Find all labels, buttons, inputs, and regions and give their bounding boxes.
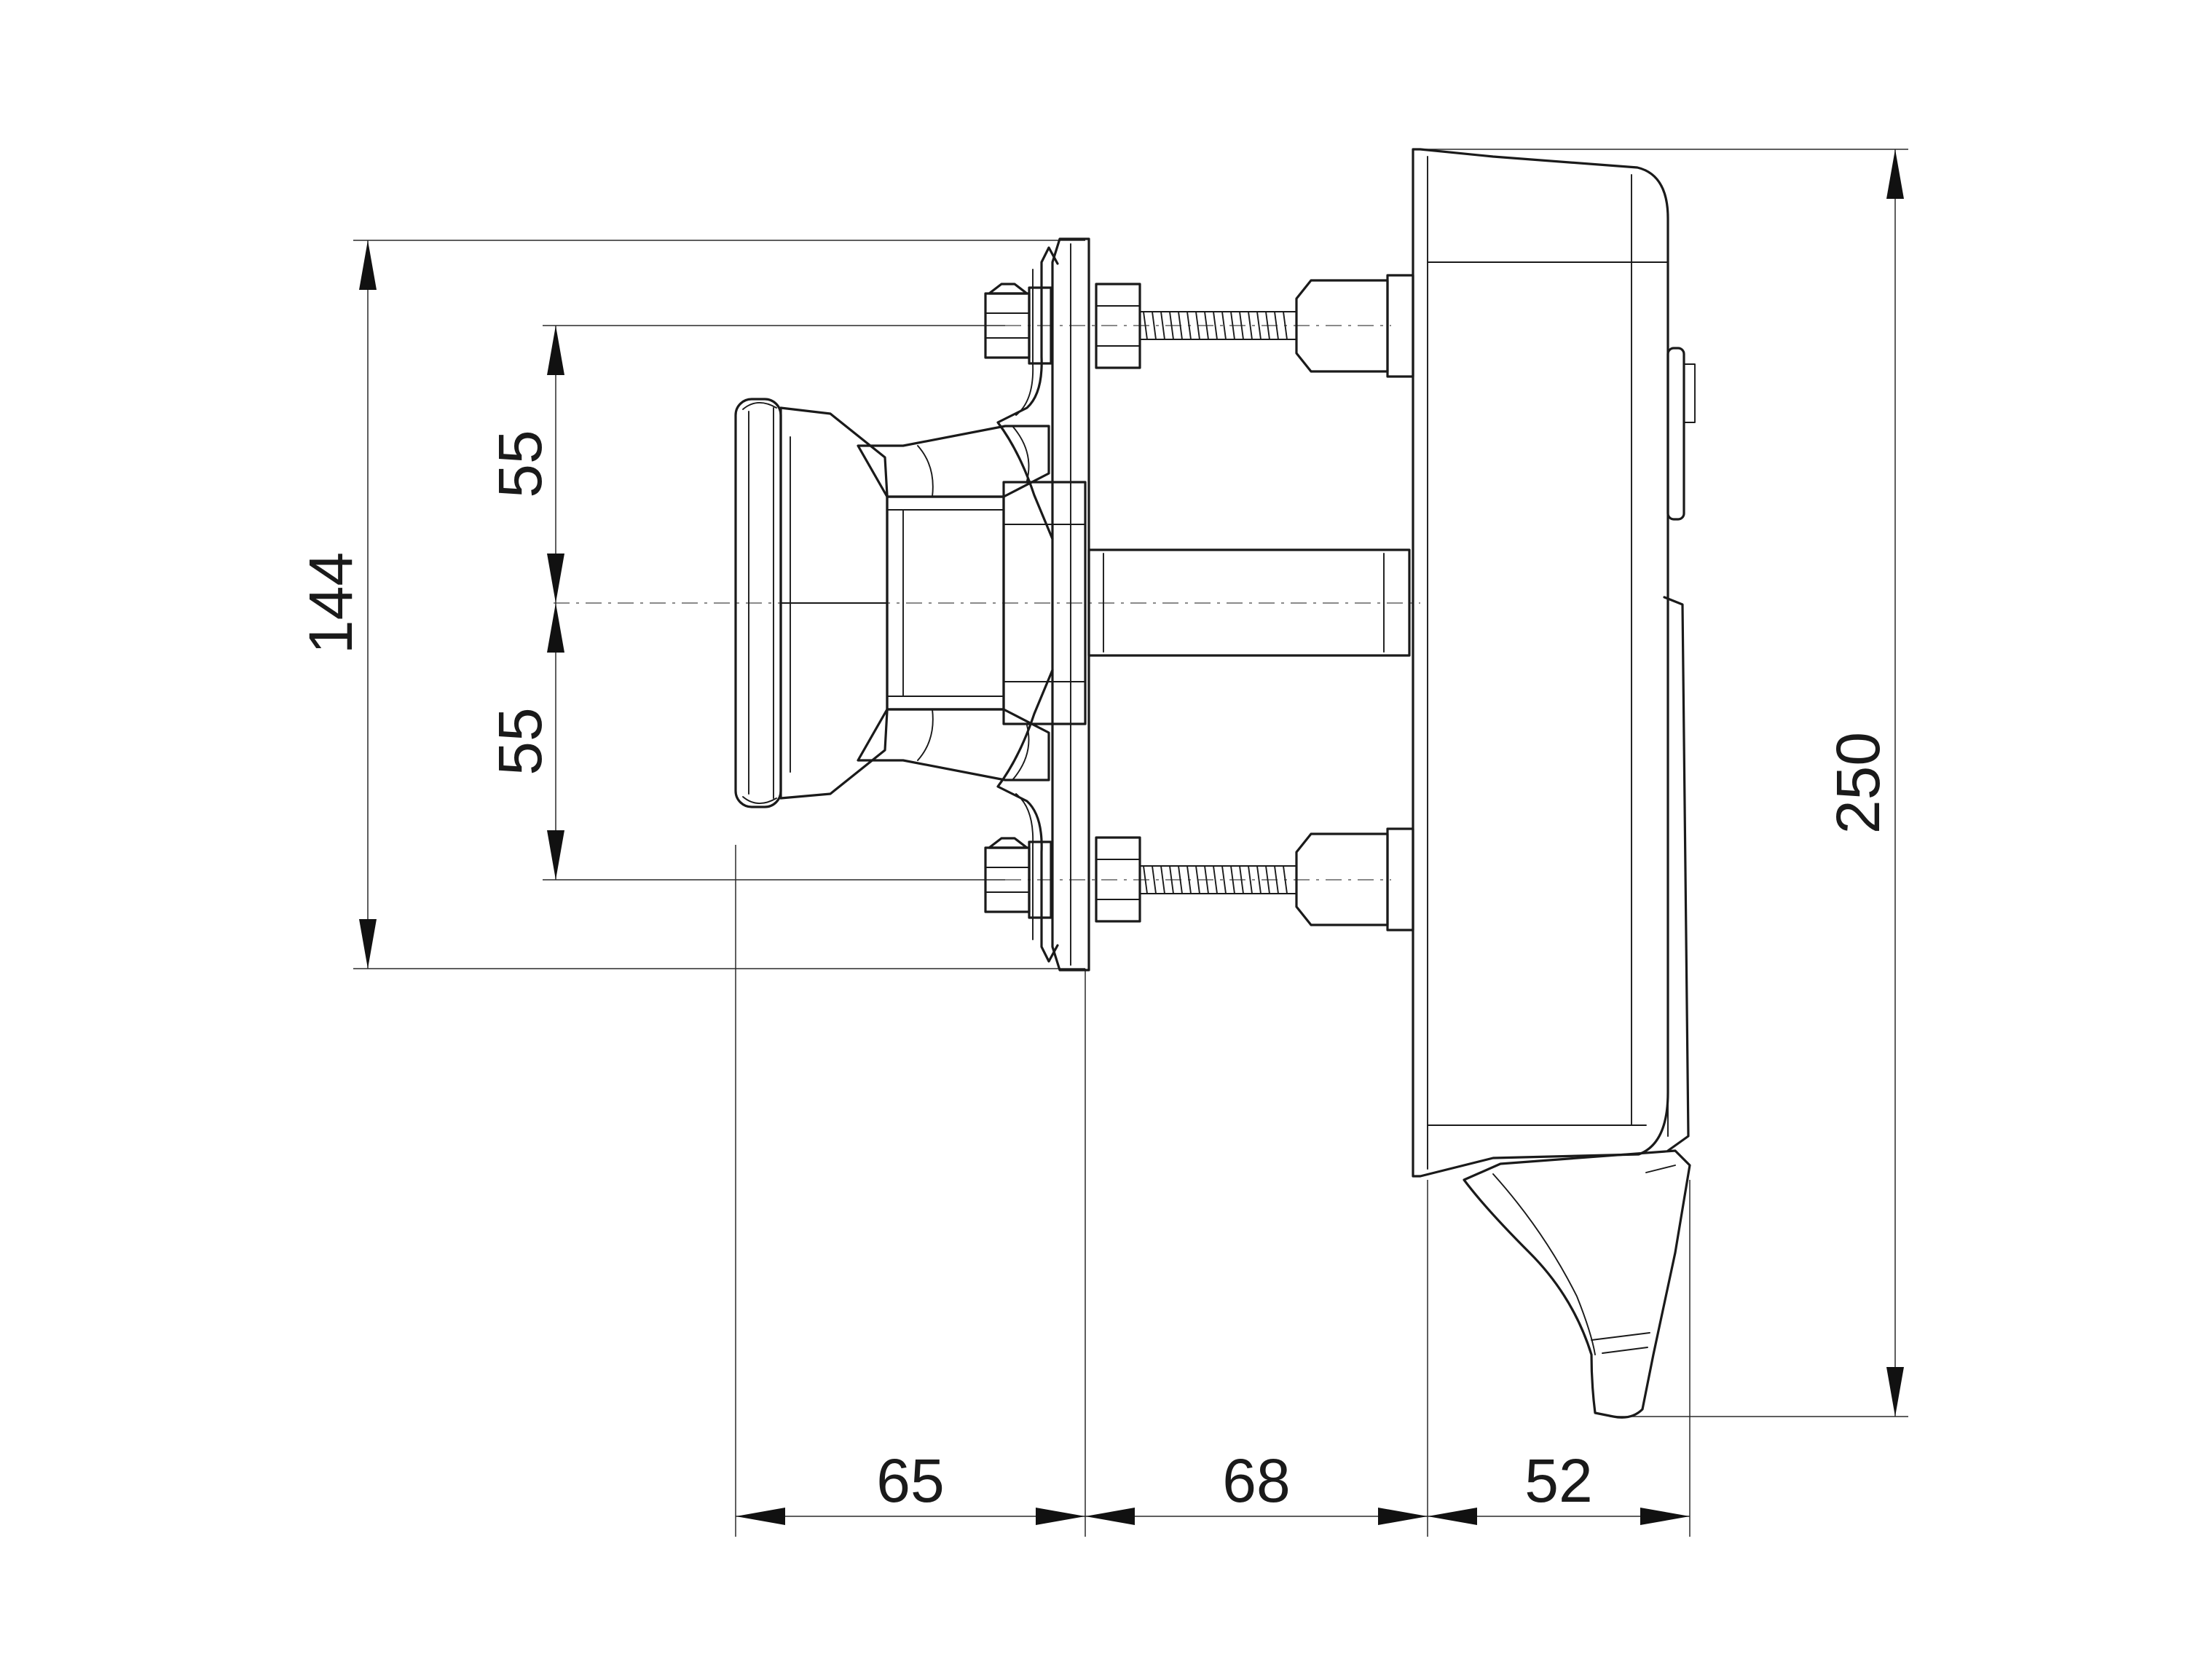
dim-68-label: 68	[1222, 1446, 1290, 1515]
handle	[734, 398, 1087, 808]
lower-fixing-bolt	[984, 827, 1414, 931]
extension-lines	[353, 149, 1908, 1537]
dimension-arrows	[359, 149, 1904, 1525]
latch-hook	[1463, 1149, 1691, 1419]
lock-case	[1412, 148, 1696, 1178]
vertical-dimension-lines	[367, 149, 1896, 1417]
dim-250-label: 250	[1824, 732, 1892, 834]
dim-144-label: 144	[296, 552, 365, 654]
dim-52-label: 52	[1524, 1446, 1592, 1515]
clamp-bracket	[996, 246, 1059, 963]
center-lines	[554, 325, 1420, 881]
dim-65-label: 65	[876, 1446, 944, 1515]
dim-55-lower-label: 55	[486, 707, 554, 775]
dim-55-upper-label: 55	[486, 430, 554, 497]
spindle	[1087, 548, 1411, 657]
mounting-plate	[1051, 237, 1090, 972]
